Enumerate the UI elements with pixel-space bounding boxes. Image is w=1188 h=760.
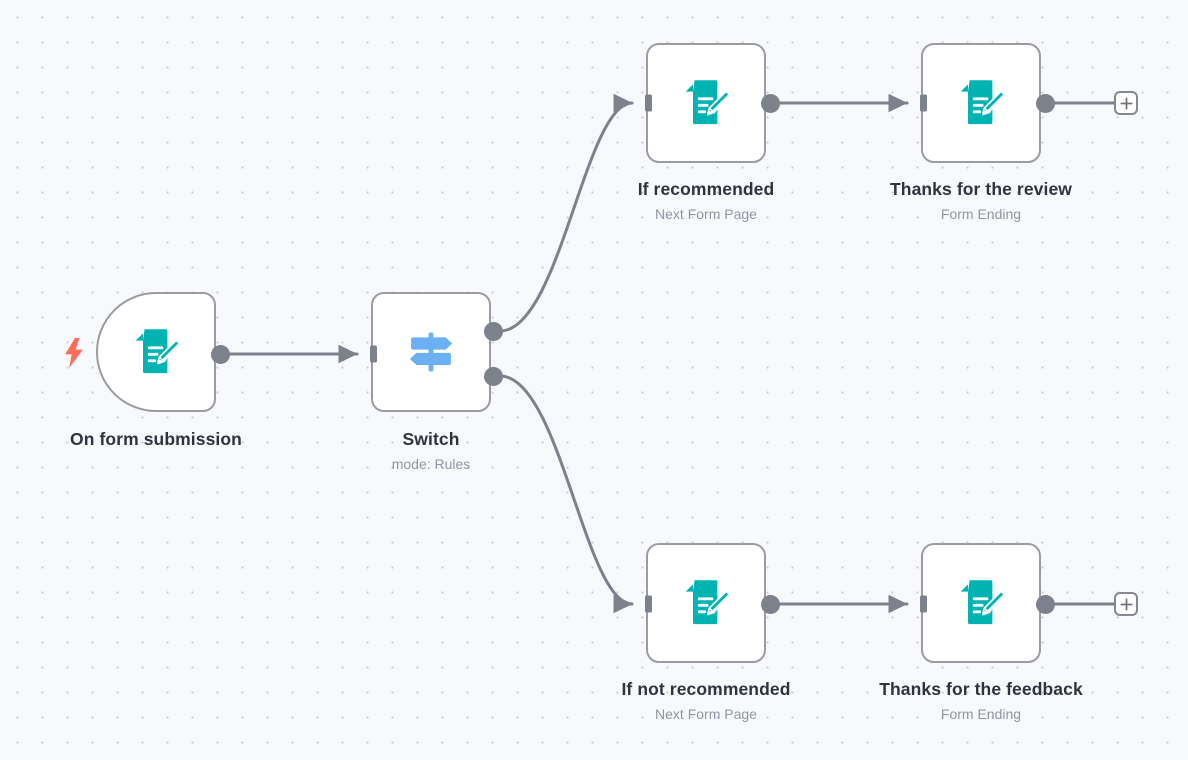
form-document-pencil-icon [955, 577, 1007, 629]
output-endpoint-out-switch-2[interactable] [484, 367, 503, 386]
input-endpoint-in-if-recommended[interactable] [632, 90, 658, 116]
node-subtitle-if-not-recommended: Next Form Page [655, 706, 757, 722]
node-if-recommended[interactable] [646, 43, 766, 163]
node-if-not-recommended[interactable] [646, 543, 766, 663]
output-endpoint-out-thanks-review[interactable] [1036, 94, 1055, 113]
node-subtitle-thanks-for-the-feedback: Form Ending [940, 706, 1022, 722]
input-endpoint-in-thanks-review[interactable] [907, 90, 933, 116]
plus-icon [1119, 96, 1133, 110]
output-endpoint-out-switch-1[interactable] [484, 322, 503, 341]
form-document-pencil-icon [130, 326, 182, 378]
node-thanks-for-the-review[interactable] [921, 43, 1041, 163]
output-endpoint-out-if-not-recommended[interactable] [761, 595, 780, 614]
connector-switch-out1-to-if-recommended[interactable] [498, 93, 634, 333]
node-title-if-not-recommended: If not recommended [621, 679, 791, 699]
node-label-switch: Switch mode: Rules [281, 428, 581, 474]
node-switch[interactable] [371, 292, 491, 412]
input-endpoint-in-if-not-recommended[interactable] [632, 591, 658, 617]
input-arrow-icon [920, 94, 927, 112]
node-title-thanks-for-the-review: Thanks for the review [889, 179, 1072, 199]
input-arrow-icon [370, 345, 377, 363]
input-arrow-icon [920, 595, 927, 613]
node-title-on-form-submission: On form submission [70, 429, 242, 449]
add-node-button-add-node-bottom[interactable] [1114, 592, 1138, 616]
output-endpoint-out-on-form-submission[interactable] [211, 345, 230, 364]
node-label-on-form-submission: On form submission [6, 428, 306, 450]
input-arrow-icon [645, 94, 652, 112]
lightning-bolt-icon [63, 338, 85, 368]
output-endpoint-out-if-recommended[interactable] [761, 94, 780, 113]
form-document-pencil-icon [680, 77, 732, 129]
input-endpoint-in-switch[interactable] [357, 341, 383, 367]
form-document-pencil-icon [680, 577, 732, 629]
add-node-button-add-node-top[interactable] [1114, 91, 1138, 115]
node-title-switch: Switch [402, 429, 460, 449]
connector-switch-out2-to-if-not-recommended[interactable] [498, 374, 634, 614]
node-thanks-for-the-feedback[interactable] [921, 543, 1041, 663]
input-arrow-icon [645, 595, 652, 613]
node-subtitle-if-recommended: Next Form Page [655, 206, 757, 222]
output-endpoint-out-thanks-feedback[interactable] [1036, 595, 1055, 614]
node-subtitle-switch: mode: Rules [391, 456, 471, 472]
plus-icon [1119, 597, 1133, 611]
form-document-pencil-icon [955, 77, 1007, 129]
node-title-if-recommended: If recommended [637, 179, 775, 199]
node-title-thanks-for-the-feedback: Thanks for the feedback [879, 679, 1083, 699]
input-endpoint-in-thanks-feedback[interactable] [907, 591, 933, 617]
signpost-icon [405, 326, 457, 378]
node-subtitle-thanks-for-the-review: Form Ending [940, 206, 1022, 222]
node-on-form-submission[interactable] [96, 292, 216, 412]
